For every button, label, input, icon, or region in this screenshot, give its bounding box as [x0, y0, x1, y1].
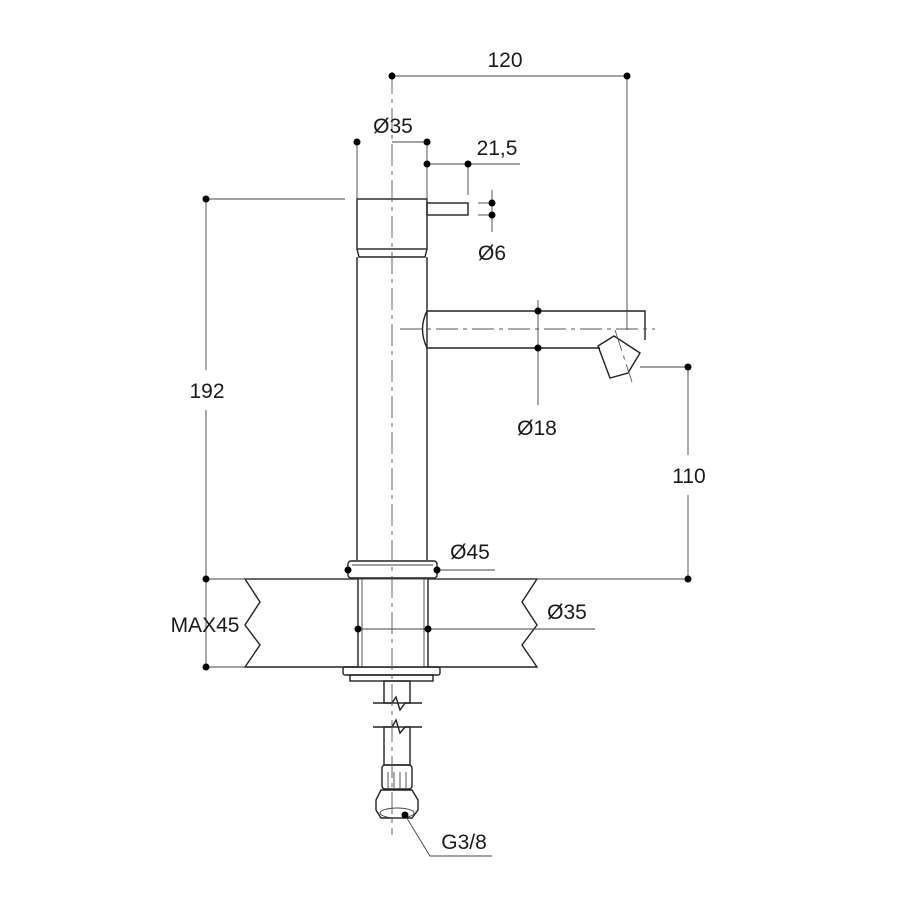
hole-diameter-label: Ø35: [547, 601, 587, 624]
spout: [421, 310, 646, 349]
lever-diameter-label: Ø6: [478, 242, 506, 265]
supply-hose: [373, 680, 422, 819]
max-thickness-label: MAX45: [171, 614, 240, 637]
spout-reach-label: 120: [487, 49, 522, 72]
lever-handle: [426, 202, 469, 216]
dimension-lines: [205, 75, 689, 857]
base-diameter-label: Ø45: [450, 541, 490, 564]
countertop: [243, 578, 539, 668]
body-diameter-label: Ø35: [373, 115, 413, 138]
hex-nut: [375, 789, 419, 819]
aerator: [597, 335, 641, 379]
spout-height-label: 110: [672, 465, 705, 488]
lever-offset-label: 21,5: [477, 137, 518, 160]
total-height-label: 192: [189, 380, 224, 403]
dimension-dots: [202, 72, 692, 819]
connection-label: G3/8: [441, 831, 487, 854]
faucet-body: [342, 198, 646, 682]
spout-diameter-label: Ø18: [517, 417, 557, 440]
